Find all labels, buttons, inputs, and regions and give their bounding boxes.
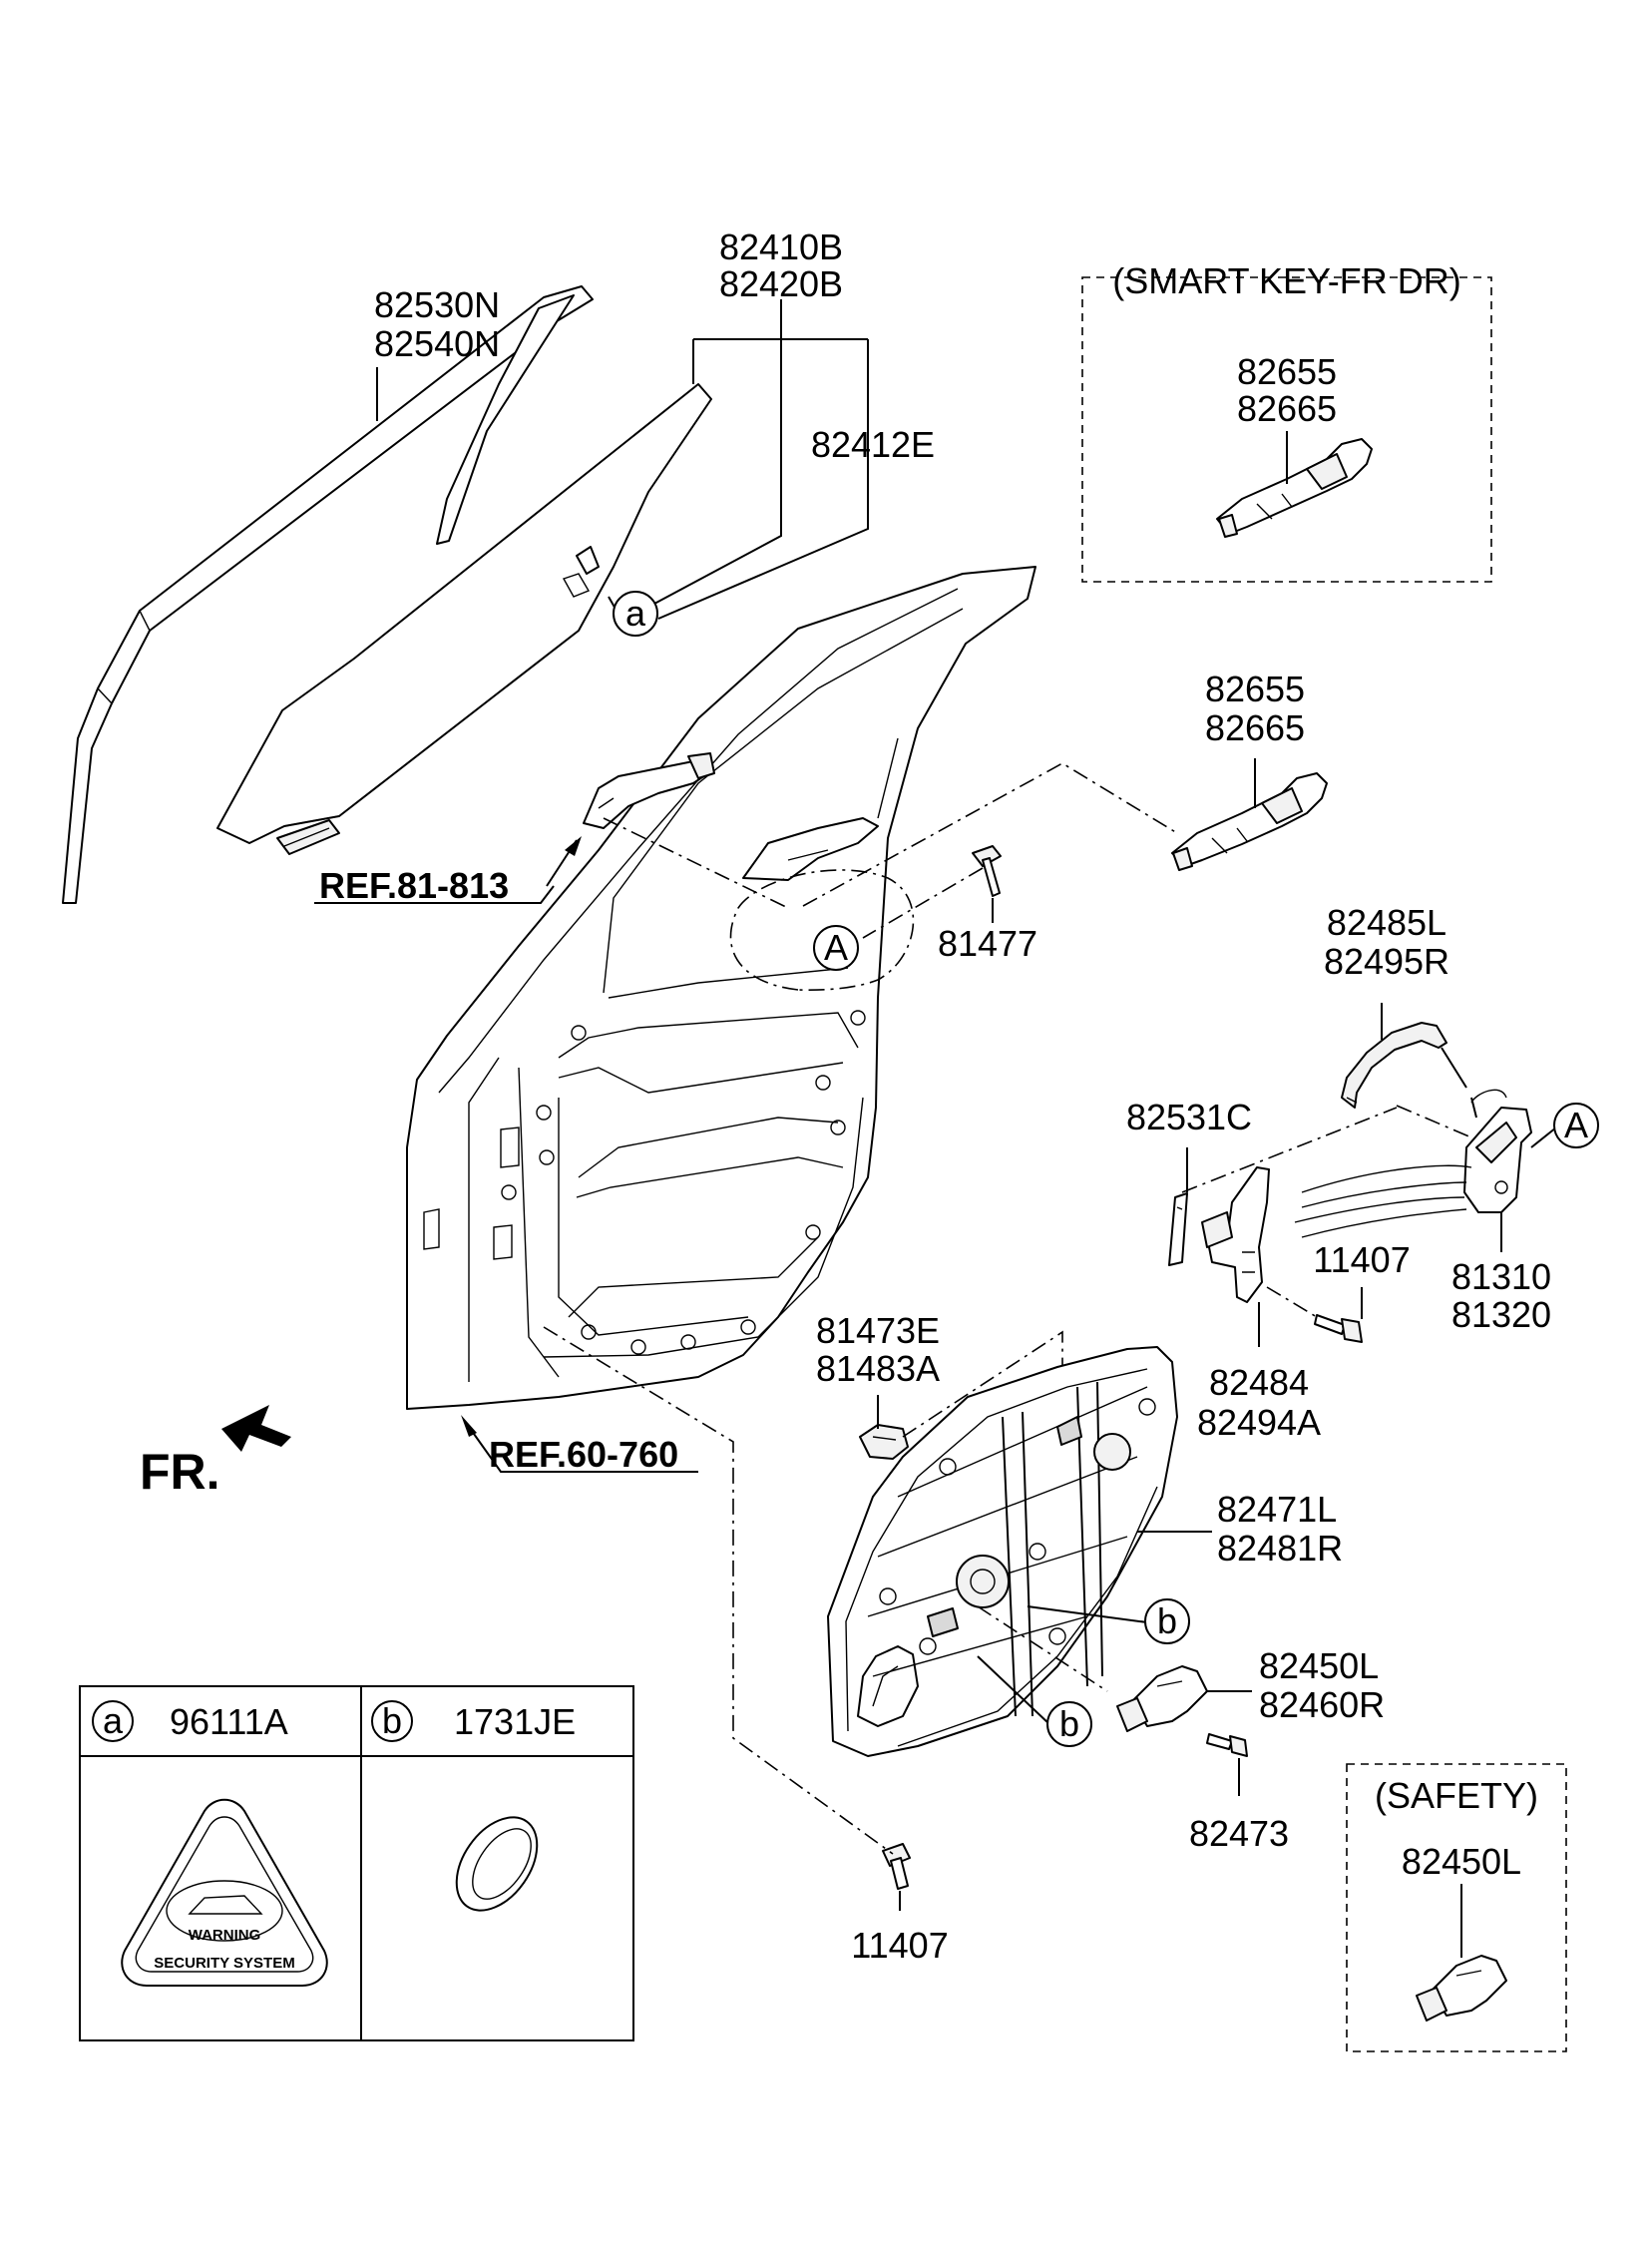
lock-cable-handle (1341, 1022, 1447, 1109)
dash-outside-handle (802, 762, 1178, 907)
callout-A-door (813, 925, 859, 971)
label-82410b: 82410B (719, 226, 843, 267)
inside-handle (583, 752, 715, 829)
label-81320: 81320 (1451, 1294, 1551, 1335)
label-front: FR. (140, 1444, 220, 1500)
dash-module-motor (977, 1605, 1108, 1692)
dash-11407-right (1266, 1286, 1318, 1318)
legend-b-letter: b (382, 1700, 402, 1741)
label-ref-81-813: REF.81-813 (319, 865, 509, 906)
label-81477: 81477 (938, 923, 1037, 964)
label-smart-key-group: (SMART KEY-FR DR) (1112, 260, 1460, 301)
label-82471l: 82471L (1217, 1489, 1337, 1530)
label-81483a: 81483A (816, 1348, 940, 1389)
front-arrow (221, 1405, 291, 1452)
leader-b-lower (977, 1655, 1050, 1725)
safety-group-box (1346, 1763, 1567, 2052)
legend-a-part: 96111A (170, 1701, 288, 1742)
clip-81473e (859, 1424, 909, 1460)
run-channel-strip (62, 285, 594, 904)
cable-link (1441, 1047, 1477, 1119)
label-82655-mid: 82655 (1205, 669, 1305, 709)
legend-table (79, 1685, 634, 2041)
label-ref-60-760: REF.60-760 (489, 1434, 678, 1475)
smart-key-group-box (1081, 276, 1492, 583)
label-82655-top: 82655 (1237, 351, 1337, 392)
leader-ref-60-760 (468, 1426, 698, 1473)
sticker-security-text: SECURITY SYSTEM (154, 1955, 294, 1972)
glass-marker (576, 546, 600, 575)
bolt-82473 (1206, 1733, 1248, 1757)
label-82484: 82484 (1209, 1362, 1309, 1403)
label-82460r: 82460R (1259, 1684, 1385, 1725)
leader-82410b (608, 299, 869, 620)
glass-clip (276, 819, 340, 855)
label-82485l: 82485L (1327, 902, 1446, 943)
seal-82531c (1168, 1192, 1188, 1266)
callout-a-lower-text: a (625, 593, 646, 634)
label-11407-right: 11407 (1313, 1239, 1410, 1280)
callout-b-lower-text: b (1059, 1703, 1079, 1744)
door-latch (1294, 1089, 1532, 1238)
label-82540n: 82540N (374, 323, 500, 364)
arrowhead-ref-81-813 (565, 836, 582, 856)
legend-b-part: 1731JE (454, 1701, 576, 1742)
callout-A-door-text: A (824, 927, 848, 968)
label-82473: 82473 (1189, 1813, 1289, 1854)
door-panel (406, 566, 1036, 1410)
label-82665-top: 82665 (1237, 388, 1337, 429)
label-82420b: 82420B (719, 263, 843, 304)
bolt-11407-bottom (882, 1843, 911, 1890)
sticker-warning-text: WARNING (189, 1927, 261, 1944)
outside-handle-smart (1216, 438, 1373, 538)
callout-A-latch-text: A (1564, 1105, 1588, 1145)
label-82530n: 82530N (374, 284, 500, 325)
latch-bracket-82484 (1201, 1166, 1270, 1303)
label-82665-mid: 82665 (1205, 707, 1305, 748)
arrowhead-ref-60-760 (461, 1415, 477, 1437)
window-motor (1116, 1665, 1208, 1732)
label-82494a: 82494A (1197, 1402, 1321, 1443)
leader-b-upper (1027, 1605, 1163, 1625)
callout-b-lower (1046, 1701, 1092, 1747)
callout-b-upper (1144, 1598, 1190, 1644)
door-module-panel (827, 1346, 1178, 1757)
outside-handle (1171, 772, 1328, 871)
safety-motor (1416, 1955, 1507, 2022)
dash-latch (1181, 1107, 1398, 1193)
dash-81477 (862, 867, 984, 939)
leader-ref-81-813 (314, 885, 555, 904)
label-82450l: 82450L (1259, 1645, 1379, 1686)
dash-handle (603, 817, 789, 909)
label-82481r: 82481R (1217, 1528, 1343, 1569)
label-82495r: 82495R (1324, 941, 1449, 982)
door-glass (216, 383, 712, 844)
label-82412e: 82412E (811, 424, 935, 465)
label-81473e: 81473E (816, 1310, 940, 1351)
label-81310: 81310 (1451, 1256, 1551, 1297)
leader-A-latch (1530, 1127, 1557, 1148)
bolt-11407-right (1314, 1314, 1363, 1343)
label-82531c: 82531C (1126, 1097, 1252, 1137)
callout-A-latch (1553, 1103, 1599, 1148)
label-82450l-safety: 82450L (1402, 1841, 1521, 1882)
label-safety-group: (SAFETY) (1375, 1775, 1538, 1816)
legend-a-letter: a (103, 1700, 124, 1741)
bolt-81477 (972, 845, 1002, 897)
dash-cable (1396, 1105, 1472, 1138)
callout-b-upper-text: b (1157, 1600, 1177, 1641)
label-11407-bottom: 11407 (851, 1925, 948, 1966)
callout-a-lower (613, 591, 658, 637)
